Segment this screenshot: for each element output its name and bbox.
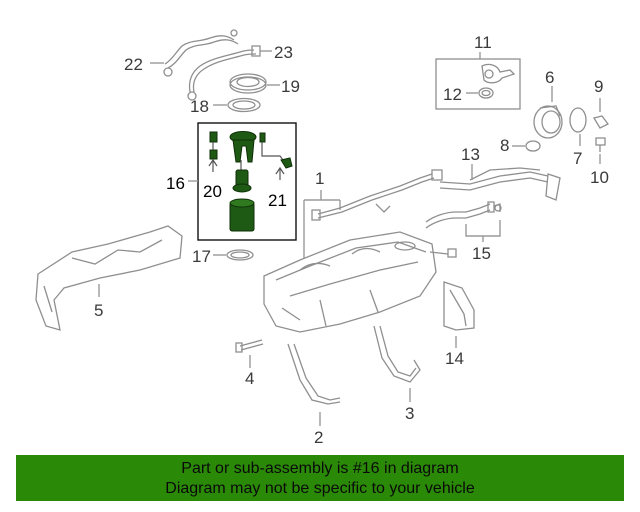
label-6: 6 (545, 68, 554, 87)
label-17: 17 (192, 247, 211, 266)
banner-line-1: Part or sub-assembly is #16 in diagram (181, 460, 459, 477)
part-5-heat-shield[interactable] (35, 225, 183, 331)
part-14-protector[interactable] (443, 281, 475, 331)
part-22-fuel-line[interactable] (163, 29, 239, 77)
label-18: 18 (190, 97, 209, 116)
label-22: 22 (124, 55, 143, 74)
part-2-tank-strap[interactable] (287, 343, 341, 405)
label-10: 10 (590, 168, 609, 187)
part-23-fuel-line[interactable] (187, 45, 261, 101)
info-banner: Part or sub-assembly is #16 in diagram D… (16, 455, 624, 501)
part-13-filler-pipe[interactable] (439, 167, 561, 201)
label-15: 15 (472, 244, 491, 263)
part-10-screw[interactable] (595, 137, 606, 152)
label-23: 23 (274, 43, 293, 62)
label-5: 5 (94, 301, 103, 320)
label-14: 14 (445, 349, 464, 368)
part-4-bolt[interactable] (235, 339, 264, 353)
label-20: 20 (203, 182, 222, 201)
label-8: 8 (500, 136, 509, 155)
part-1-vent-tube[interactable] (311, 169, 443, 221)
part-7-gasket[interactable] (569, 107, 587, 133)
banner-line-2: Diagram may not be specific to your vehi… (165, 480, 475, 497)
part-11-fuel-cap[interactable] (435, 58, 521, 110)
part-17-gasket[interactable] (226, 249, 254, 261)
part-1-fuel-tank[interactable] (263, 231, 457, 333)
part-9-clip[interactable] (592, 115, 609, 129)
label-13: 13 (461, 145, 480, 164)
part-8-seal[interactable] (525, 140, 541, 152)
label-16: 16 (166, 174, 185, 193)
part-6-filler-housing[interactable] (533, 105, 563, 139)
label-12: 12 (443, 85, 462, 104)
part-18-gasket[interactable] (227, 97, 261, 113)
label-7: 7 (573, 149, 582, 168)
label-11: 11 (474, 33, 492, 52)
part-19-lock-ring[interactable] (229, 73, 267, 94)
label-2: 2 (314, 428, 323, 447)
label-19: 19 (281, 77, 300, 96)
part-15-hoses[interactable] (425, 201, 502, 229)
label-9: 9 (594, 77, 603, 96)
parts-diagram: 22 23 19 18 16 20 21 (35, 29, 609, 447)
part-12-cap-gasket[interactable] (478, 87, 494, 99)
label-3: 3 (405, 404, 414, 423)
label-4: 4 (245, 369, 254, 388)
label-21: 21 (268, 191, 287, 210)
part-3-tank-strap[interactable] (373, 325, 421, 383)
label-1: 1 (315, 169, 324, 188)
